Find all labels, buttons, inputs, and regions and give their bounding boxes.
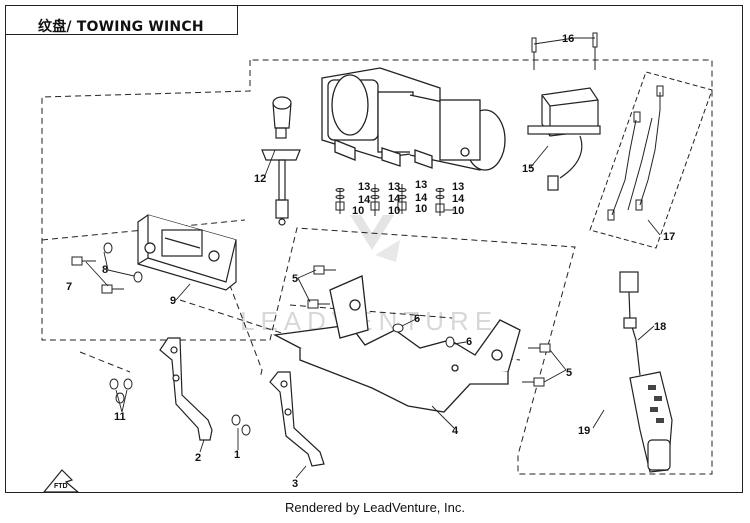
page-title: 纹盘/ TOWING WINCH [38,19,204,35]
callout-13a: 13 [358,181,370,193]
leader-lines [85,37,661,479]
footer-credit: Rendered by LeadVenture, Inc. [285,500,465,515]
part-1-11-nuts [109,378,251,436]
part-12-clutch-lever [261,96,301,226]
callout-14b: 14 [388,193,401,205]
diagram-frame [5,5,743,493]
callout-7: 7 [66,281,72,293]
callout-18: 18 [654,321,666,333]
winch-motor-assembly [321,67,506,171]
part-15-contactor [527,87,601,191]
callout-5b: 5 [566,367,572,379]
callout-11: 11 [114,411,126,423]
callout-13b: 13 [388,181,400,193]
callout-6a: 6 [414,313,420,325]
watermark-logo [350,215,400,262]
svg-text:FTD: FTD [54,483,68,490]
part-17-cable-set [589,71,713,249]
callout-10d: 10 [452,205,464,217]
callout-14d: 14 [452,193,465,205]
title-box: 纹盘/ TOWING WINCH [5,5,238,35]
callout-13d: 13 [452,181,464,193]
callout-2: 2 [195,452,201,464]
part-9-roller-fairlead [137,214,237,291]
callout-4: 4 [452,425,459,437]
watermark-text: LEADVENTURE [240,306,498,336]
callout-9: 9 [170,295,176,307]
part-5-6-plate-fasteners [307,265,551,387]
callout-10b: 10 [388,205,400,217]
part-3-bracket [269,371,325,467]
callout-15: 15 [522,163,534,175]
part-16-screws [531,32,598,70]
callout-13c: 13 [415,179,427,191]
part-2-bracket [159,337,213,441]
remote-grip-texture [648,385,664,423]
callout-5a: 5 [292,273,298,285]
callout-16: 16 [562,33,574,45]
callout-17: 17 [663,231,675,243]
callout-10a: 10 [352,205,364,217]
callout-1: 1 [234,449,240,461]
callout-19: 19 [578,425,590,437]
callout-12: 12 [254,173,266,185]
callout-3: 3 [292,478,298,490]
winch-bolts-stack [335,184,445,216]
callout-8: 8 [102,264,108,276]
callout-14c: 14 [415,192,428,204]
callout-10c: 10 [415,203,427,215]
part-7-8-fairlead-bolts [71,242,143,294]
part-18-remote-control [619,271,673,473]
front-arrow-icon: FTD [42,469,80,493]
callout-6b: 6 [466,336,472,348]
callout-14a: 14 [358,194,371,206]
part-4-mounting-plate [272,275,521,413]
